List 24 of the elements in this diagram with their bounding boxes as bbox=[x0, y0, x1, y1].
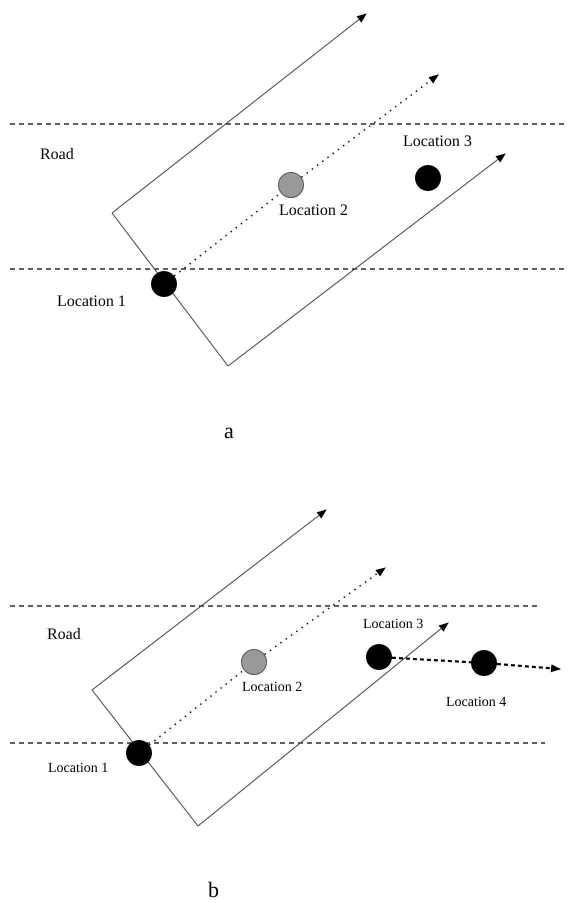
location-label: Location 1 bbox=[57, 294, 126, 310]
road-label: Road bbox=[47, 627, 81, 643]
location-dot bbox=[366, 644, 392, 670]
location-label: Location 3 bbox=[363, 618, 424, 632]
connector-line bbox=[174, 192, 282, 277]
connector-line bbox=[392, 656, 472, 664]
dashed-arrow bbox=[301, 74, 439, 178]
panel-label: b bbox=[208, 879, 219, 901]
location-dot bbox=[241, 649, 267, 675]
location-dot bbox=[415, 165, 441, 191]
location-dot bbox=[471, 650, 497, 676]
location-label: Location 3 bbox=[403, 134, 472, 150]
dashed-arrow bbox=[264, 567, 386, 655]
panel-label: a bbox=[224, 420, 234, 442]
location-dot bbox=[278, 172, 304, 198]
location-label: Location 1 bbox=[48, 762, 108, 776]
dashed-arrow bbox=[496, 662, 561, 672]
location-dot bbox=[151, 271, 177, 297]
connector-line bbox=[148, 670, 244, 746]
location-label: Location 2 bbox=[242, 681, 302, 695]
location-dot bbox=[126, 740, 152, 766]
road-label: Road bbox=[40, 147, 74, 163]
location-label: Location 2 bbox=[279, 203, 348, 219]
location-label: Location 4 bbox=[446, 696, 506, 710]
